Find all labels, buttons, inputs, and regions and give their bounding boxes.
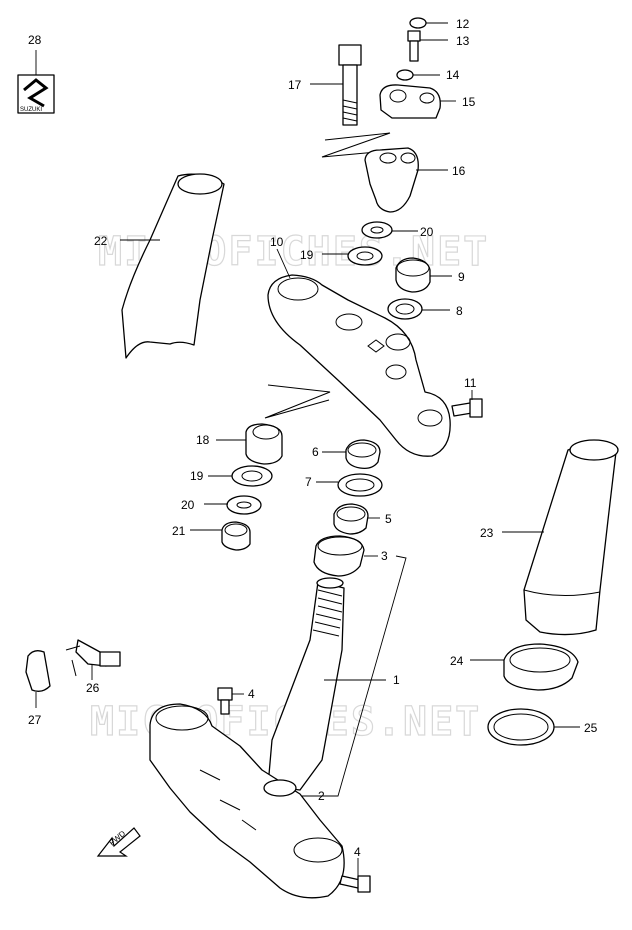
callout-11: 11 bbox=[464, 376, 477, 390]
bolt-13 bbox=[407, 30, 448, 62]
washer-19-lower bbox=[231, 465, 273, 487]
callout-8: 8 bbox=[456, 304, 463, 318]
callout-12: 12 bbox=[456, 17, 470, 31]
bolt-4-lower bbox=[339, 858, 371, 893]
handlebar-clamp-upper-15 bbox=[379, 84, 456, 119]
washer-19-upper bbox=[347, 246, 383, 266]
callout-7: 7 bbox=[305, 475, 312, 489]
callout-10: 10 bbox=[270, 235, 284, 249]
steering-stem-nut-6 bbox=[322, 439, 381, 470]
bolt-11 bbox=[451, 390, 483, 418]
callout-5: 5 bbox=[385, 512, 392, 526]
bolt-17 bbox=[310, 44, 362, 126]
fwd-arrow-icon: FWD bbox=[96, 827, 141, 857]
callout-28: 28 bbox=[28, 33, 42, 47]
callout-21: 21 bbox=[172, 524, 186, 538]
callout-4-lower: 4 bbox=[354, 845, 361, 859]
washer-20-lower bbox=[226, 495, 262, 515]
callout-14: 14 bbox=[446, 68, 460, 82]
ring-nut-24 bbox=[470, 643, 579, 691]
callout-6: 6 bbox=[312, 445, 319, 459]
callout-1: 1 bbox=[393, 673, 400, 687]
steering-lock-26 bbox=[65, 639, 121, 680]
washer-20-upper bbox=[361, 221, 393, 239]
suzuki-s-logo-icon bbox=[23, 78, 49, 108]
callout-15: 15 bbox=[462, 95, 476, 109]
callout-25: 25 bbox=[584, 721, 598, 735]
bolt-4-upper bbox=[217, 687, 244, 715]
handlebar-holder-lower-16 bbox=[364, 147, 448, 213]
callout-19-lower: 19 bbox=[190, 469, 204, 483]
callout-3: 3 bbox=[381, 549, 388, 563]
callout-2: 2 bbox=[318, 789, 325, 803]
callout-24: 24 bbox=[450, 654, 464, 668]
callout-22: 22 bbox=[94, 234, 108, 248]
lock-cover-27 bbox=[25, 650, 51, 708]
break-line-top bbox=[321, 132, 399, 158]
callout-4-upper: 4 bbox=[248, 687, 255, 701]
logo-text: SUZUKI bbox=[20, 107, 42, 113]
callout-9: 9 bbox=[458, 270, 465, 284]
suzuki-logo: SUZUKI bbox=[17, 50, 55, 114]
callout-18: 18 bbox=[196, 433, 210, 447]
callout-13: 13 bbox=[456, 34, 470, 48]
callout-26: 26 bbox=[86, 681, 100, 695]
bearing-5 bbox=[333, 503, 380, 535]
upper-bracket-10 bbox=[267, 248, 451, 457]
lower-bracket-stem bbox=[149, 703, 345, 899]
callout-27: 27 bbox=[28, 713, 42, 727]
callout-16: 16 bbox=[452, 164, 466, 178]
dust-seal-7 bbox=[316, 473, 383, 497]
fork-cover-23 bbox=[502, 439, 619, 636]
fork-cover-22 bbox=[120, 173, 225, 359]
nut-21 bbox=[190, 521, 251, 551]
callout-20-upper: 20 bbox=[420, 225, 434, 239]
washer-25 bbox=[487, 708, 580, 746]
leader-3-to-2 bbox=[302, 555, 407, 797]
bearing-3 bbox=[313, 535, 378, 577]
callout-17: 17 bbox=[288, 78, 302, 92]
nut-9 bbox=[395, 257, 452, 293]
washer-8 bbox=[387, 298, 423, 320]
bushing-18 bbox=[216, 423, 283, 465]
callout-20-lower: 20 bbox=[181, 498, 195, 512]
cap-12 bbox=[409, 17, 427, 29]
washer-14 bbox=[396, 69, 414, 81]
callout-23: 23 bbox=[480, 526, 494, 540]
steering-stem-1 bbox=[267, 577, 386, 791]
callout-19-upper: 19 bbox=[300, 248, 314, 262]
break-line-mid bbox=[264, 384, 331, 419]
